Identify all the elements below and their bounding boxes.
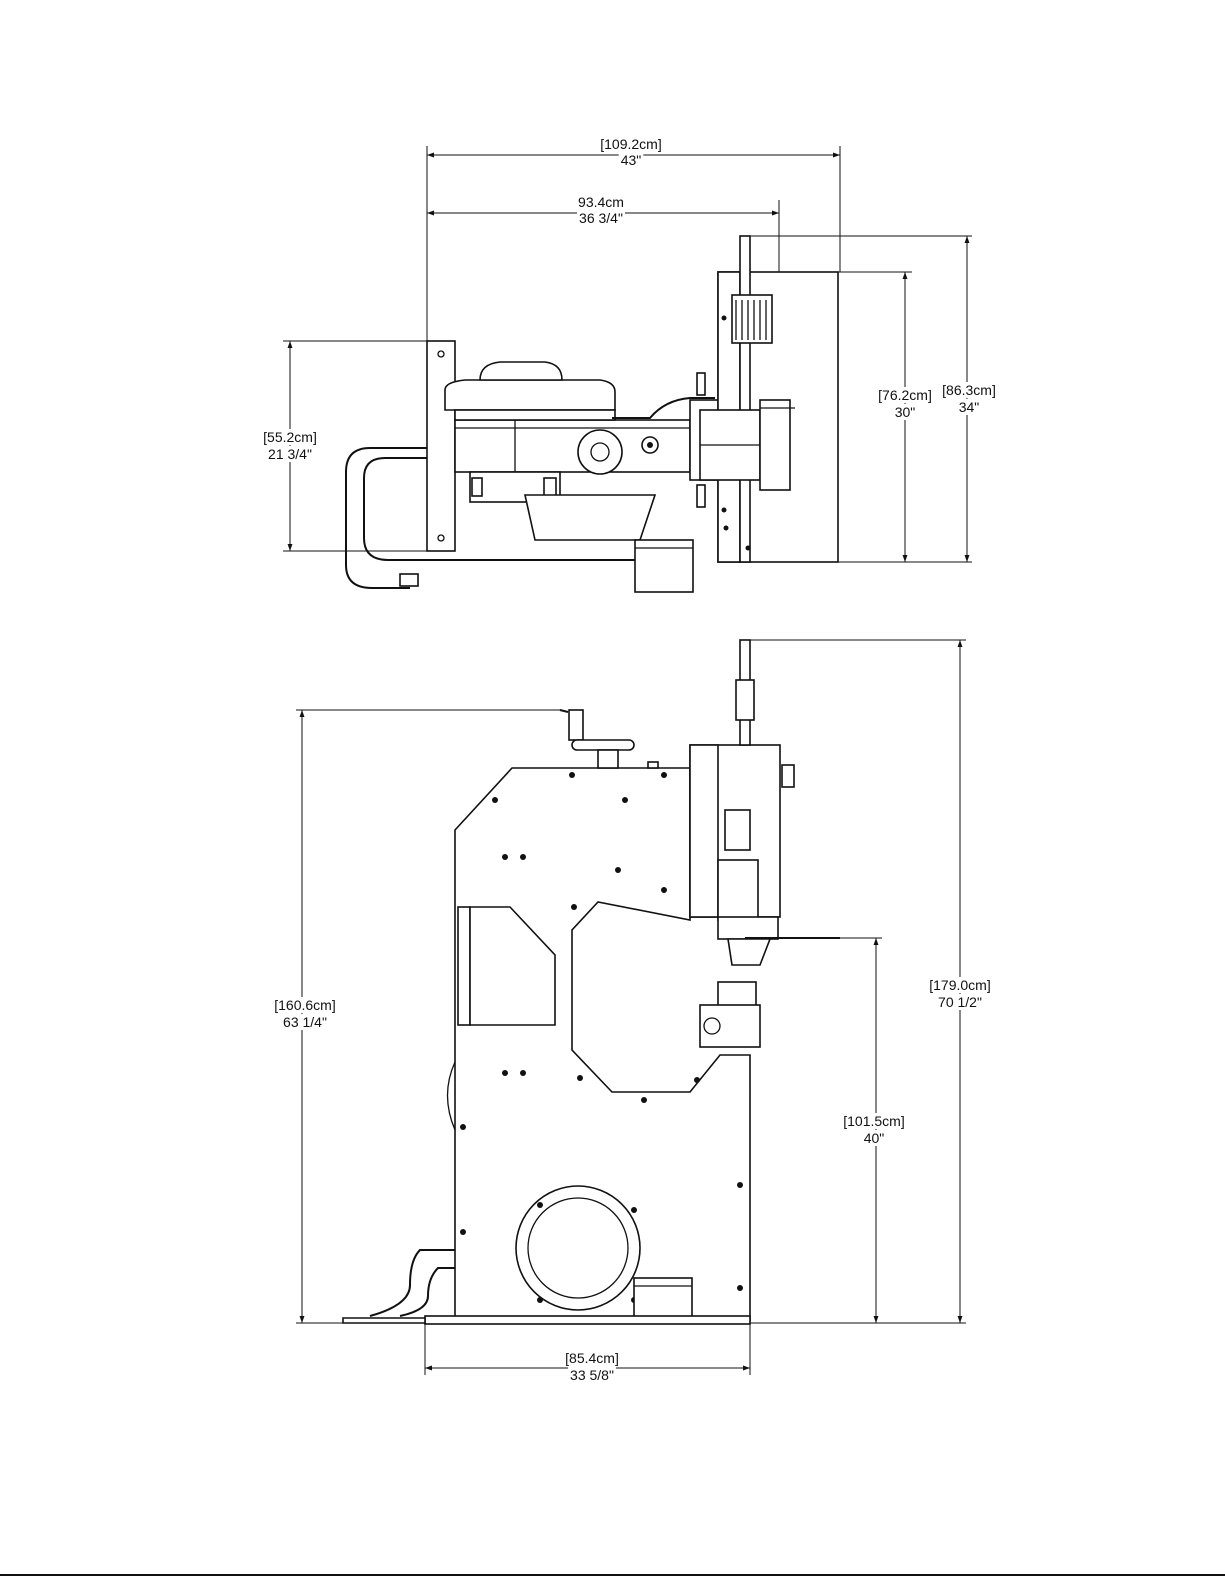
- top-view: [346, 236, 838, 592]
- top-view-handle-loop: [346, 448, 427, 588]
- dim-base-depth-metric: [55.2cm]: [263, 429, 317, 445]
- dim-overall-depth-metric: [86.3cm]: [942, 382, 996, 398]
- dim-table-height-metric: [160.6cm]: [274, 997, 335, 1013]
- side-view: [343, 640, 840, 1324]
- side-view-side-door: [458, 907, 470, 1025]
- side-view-base: [425, 1316, 750, 1324]
- dim-work-height-imperial: 40": [864, 1130, 885, 1146]
- side-view-lower-head: [718, 982, 756, 1007]
- dim-overall-height-imperial: 70 1/2": [938, 994, 982, 1010]
- top-view-back-plate: [427, 341, 455, 551]
- dim-head-depth-metric: [76.2cm]: [878, 387, 932, 403]
- dim-base-width-imperial: 33 5/8": [570, 1367, 614, 1383]
- side-view-wheel: [516, 1186, 640, 1310]
- dim-head-depth-imperial: 30": [895, 404, 916, 420]
- dim-body-width-metric: 93.4cm: [578, 194, 624, 210]
- dim-base-depth-imperial: 21 3/4": [268, 446, 312, 462]
- dim-base-width-metric: [85.4cm]: [565, 1350, 619, 1366]
- dim-overall-width-imperial: 43": [621, 152, 642, 168]
- dim-body-width-imperial: 36 3/4": [579, 210, 623, 226]
- top-view-motor-cover: [445, 380, 615, 410]
- dim-table-height-imperial: 63 1/4": [283, 1014, 327, 1030]
- dim-overall-height-metric: [179.0cm]: [929, 977, 990, 993]
- dim-overall-width-metric: [109.2cm]: [600, 136, 661, 152]
- dim-work-height-metric: [101.5cm]: [843, 1113, 904, 1129]
- dim-overall-depth-imperial: 34": [959, 399, 980, 415]
- top-view-belt-guard: [525, 495, 655, 540]
- top-view-hand-wheel: [578, 430, 622, 474]
